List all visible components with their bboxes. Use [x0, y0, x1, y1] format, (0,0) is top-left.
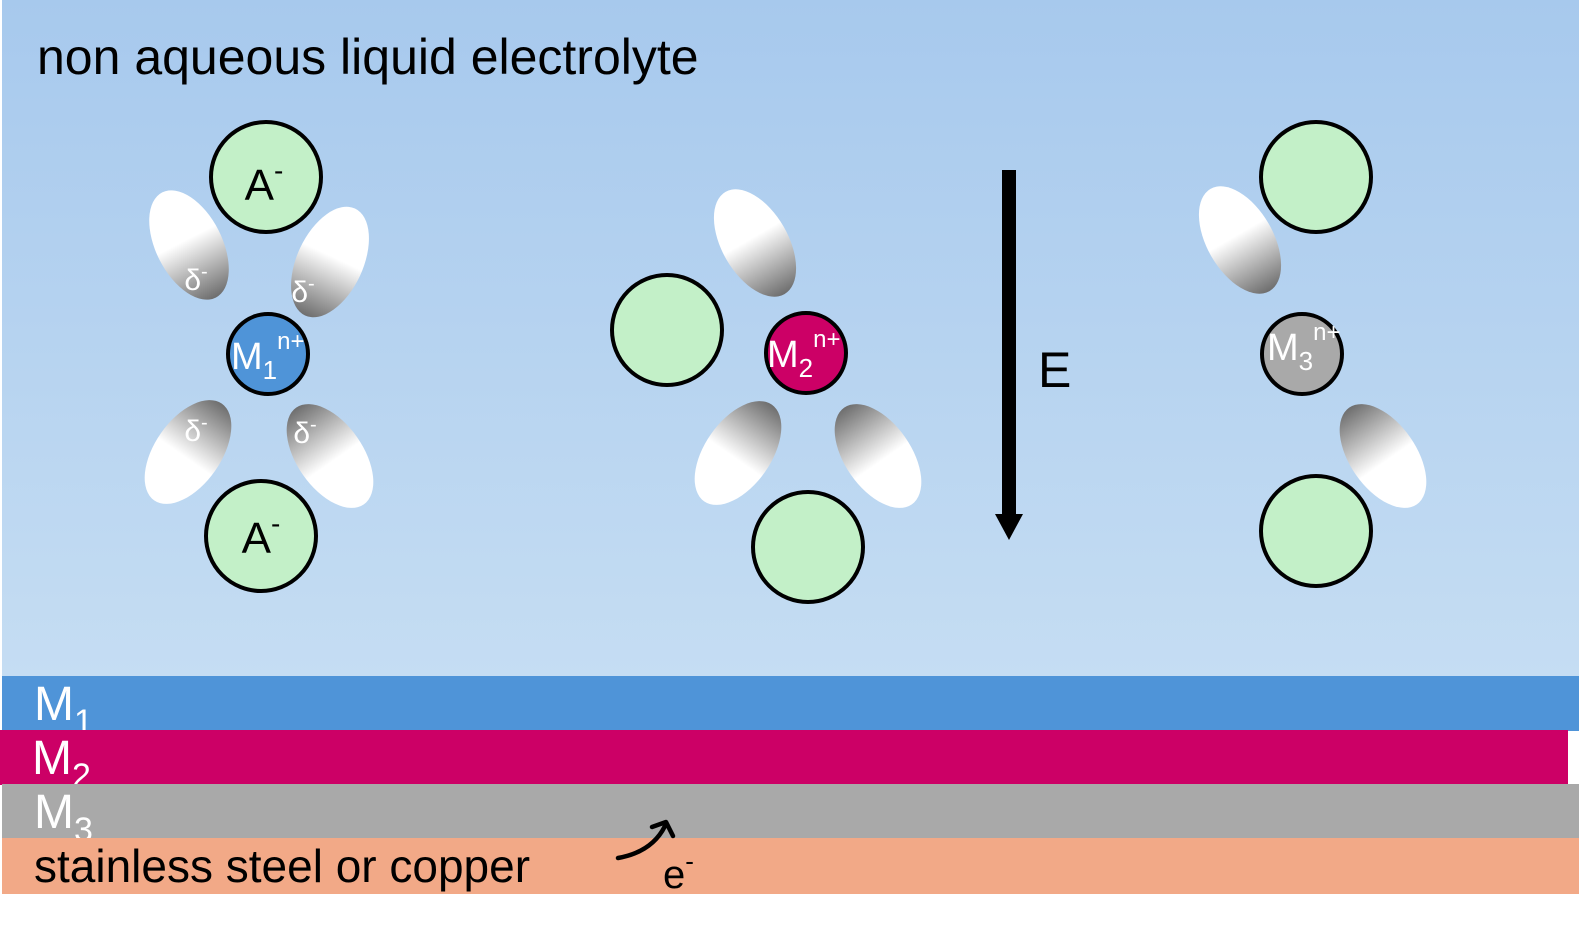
- metal-symbol: M: [1267, 327, 1299, 369]
- electron-symbol: e: [663, 853, 685, 897]
- anion-bottom: [1259, 474, 1373, 588]
- electric-field: E: [995, 170, 1071, 540]
- cation-charge: n+: [277, 328, 304, 355]
- delta-symbol: δ: [184, 264, 201, 297]
- anion-bottom-label: A-: [242, 508, 281, 563]
- delta-symbol: δ: [291, 276, 308, 309]
- solvent-dipole-tl: [149, 190, 229, 300]
- delta-minus: -: [201, 412, 208, 434]
- solvent-dipole-br: [286, 404, 374, 508]
- anion-top: [1259, 120, 1373, 234]
- electron-arrowhead: [649, 819, 676, 839]
- field-arrowhead: [995, 514, 1023, 540]
- anion-top: [209, 120, 323, 234]
- solvent-dipole-br: [834, 404, 922, 508]
- delta-symbol: δ: [184, 415, 201, 448]
- electrolyte-title: non aqueous liquid electrolyte: [37, 29, 699, 85]
- cation-m1-label: M1n+: [231, 328, 305, 385]
- electron-charge: -: [685, 846, 694, 876]
- cation-m2: [764, 311, 848, 395]
- dipole-label-br: δ-: [293, 414, 316, 450]
- anion-symbol: A: [242, 514, 272, 563]
- solvent-dipole-top: [713, 189, 797, 297]
- cation-m3: [1260, 312, 1344, 396]
- solvent-dipole-br: [1339, 404, 1427, 508]
- cation-m1: [226, 312, 310, 396]
- metal-symbol: M: [34, 678, 74, 731]
- dipole-label-tl: δ-: [184, 261, 207, 297]
- cation-m3-label: M3n+: [1267, 319, 1341, 376]
- cation-charge: n+: [813, 326, 840, 353]
- cluster-m2: M2n+: [610, 189, 922, 604]
- dipole-label-tr: δ-: [291, 273, 314, 309]
- anion-left: [610, 273, 724, 387]
- metal-symbol: M: [34, 786, 74, 839]
- solvent-dipole-tr: [291, 206, 369, 318]
- cation-charge: n+: [1313, 319, 1340, 346]
- cluster-m1: δ- δ- δ- δ- A- A- M1n+: [144, 120, 374, 593]
- anion-bottom: [751, 490, 865, 604]
- delta-minus: -: [308, 273, 315, 295]
- layer-m2: [0, 730, 1568, 785]
- dipole-label-bl: δ-: [184, 412, 207, 448]
- cluster-m3: M3n+: [1198, 120, 1427, 588]
- delta-minus: -: [201, 261, 208, 283]
- delta-symbol: δ: [293, 417, 310, 450]
- metal-symbol: M: [767, 334, 799, 376]
- anion-charge: -: [274, 155, 283, 186]
- electrode-stack: M1 M2 M3 stainless steel or copper e-: [0, 676, 1579, 897]
- anion-symbol: A: [245, 161, 275, 210]
- field-label: E: [1038, 342, 1071, 398]
- layer-m1: [2, 676, 1579, 731]
- metal-index: 3: [1299, 346, 1313, 376]
- metal-symbol: M: [32, 732, 72, 785]
- layer-m2-label: M2: [32, 732, 91, 795]
- metal-symbol: M: [231, 336, 263, 378]
- cation-m2-label: M2n+: [767, 326, 841, 383]
- metal-index: 1: [263, 355, 277, 385]
- delta-minus: -: [310, 414, 317, 436]
- substrate-label: stainless steel or copper: [34, 840, 530, 892]
- metal-index: 2: [799, 353, 813, 383]
- substrate-layer: [2, 838, 1579, 894]
- solvent-dipole-bl: [144, 400, 232, 504]
- electron-label: e-: [663, 846, 694, 897]
- anion-top-label: A-: [245, 155, 284, 210]
- solvent-dipole-bl: [694, 401, 782, 505]
- layer-m3: [2, 784, 1579, 839]
- electron-transfer-arrow: [615, 823, 668, 861]
- anion-bottom: [204, 479, 318, 593]
- anion-charge: -: [271, 508, 280, 539]
- solvent-dipole-tl: [1198, 186, 1282, 294]
